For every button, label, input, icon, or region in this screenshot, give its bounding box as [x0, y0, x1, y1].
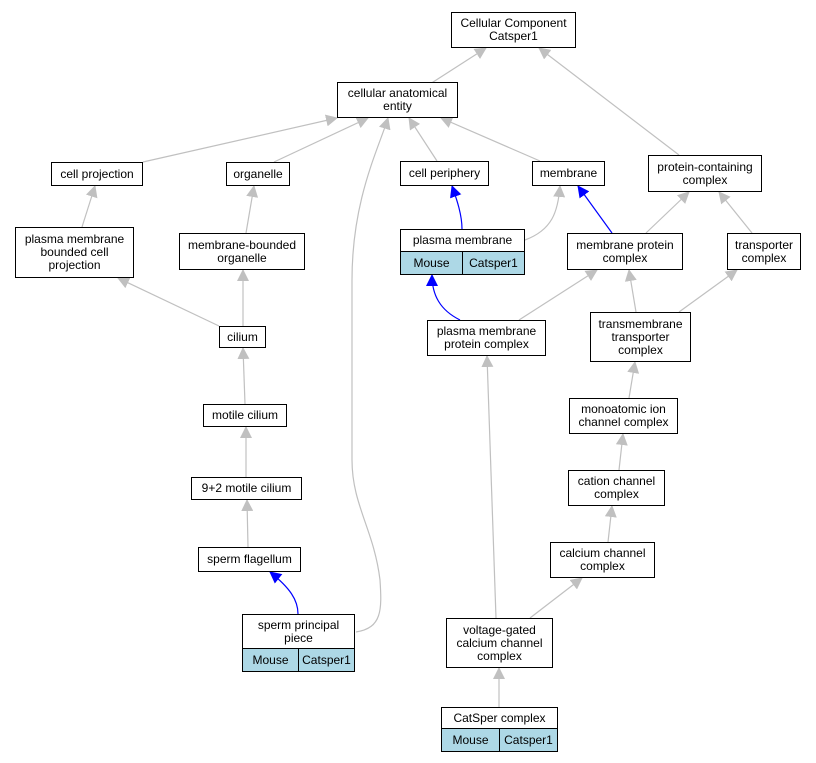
edge-cellperiphery-to-cae [408, 117, 438, 162]
annotation-tags: Mouse Catsper1 [442, 728, 557, 751]
edge-spp-to-sf [269, 571, 299, 615]
edge-motilecilium-to-cilium [237, 347, 250, 405]
edge-cae-to-root [429, 47, 487, 85]
annotation-tags: Mouse Catsper1 [401, 251, 524, 274]
annotation-tag-organism: Mouse [243, 649, 298, 671]
annotation-tag-gene: Catsper1 [298, 649, 354, 671]
node-catsper-complex[interactable]: CatSper complex Mouse Catsper1 [441, 707, 558, 752]
node-protein-containing-complex[interactable]: protein-containing complex [648, 155, 762, 192]
node-plasma-membrane-protein-complex[interactable]: plasma membrane protein complex [427, 320, 546, 356]
node-monoatomic-ion-channel-complex[interactable]: monoatomic ion channel complex [569, 398, 678, 434]
node-cell-projection[interactable]: cell projection [51, 162, 143, 186]
node-organelle[interactable]: organelle [226, 162, 290, 186]
node-transmembrane-transporter-complex[interactable]: transmembrane transporter complex [590, 312, 691, 362]
edge-organelle-to-cae [273, 117, 369, 163]
edge-pcc-to-root [538, 47, 680, 156]
node-cilium[interactable]: cilium [219, 326, 266, 348]
node-sperm-flagellum[interactable]: sperm flagellum [198, 547, 301, 572]
edge-pm-to-membrane [524, 185, 566, 241]
edge-ccc-to-mic [615, 433, 628, 471]
node-plasma-membrane[interactable]: plasma membrane Mouse Catsper1 [400, 229, 525, 275]
node-voltage-gated-calcium-channel-complex[interactable]: voltage-gated calcium channel complex [446, 618, 553, 668]
node-cellular-component-root[interactable]: Cellular Component Catsper1 [451, 12, 576, 48]
node-plasma-membrane-label: plasma membrane [412, 233, 513, 247]
edge-pmpc-to-pm [426, 274, 461, 321]
node-cell-periphery[interactable]: cell periphery [400, 161, 489, 186]
node-sperm-principal-piece-label: sperm principal piece [257, 617, 340, 645]
node-motile-cilium[interactable]: motile cilium [203, 404, 287, 427]
edge-ttc-to-tc [678, 269, 738, 313]
node-transporter-complex[interactable]: transporter complex [727, 233, 801, 270]
annotation-tag-gene: Catsper1 [499, 729, 557, 751]
edge-cilium-to-pmbcp [117, 277, 220, 327]
node-membrane[interactable]: membrane [532, 161, 605, 186]
edge-pmbcp-to-cellprojection [81, 185, 98, 228]
node-membrane-bounded-organelle[interactable]: membrane-bounded organelle [179, 233, 305, 270]
edge-mpc-to-membrane [577, 185, 613, 234]
node-sperm-principal-piece[interactable]: sperm principal piece Mouse Catsper1 [242, 614, 355, 672]
annotation-tag-organism: Mouse [442, 729, 499, 751]
edge-spp-to-cae [351, 117, 391, 633]
node-cation-channel-complex[interactable]: cation channel complex [568, 470, 665, 506]
edge-pm-to-cellperiphery [450, 185, 463, 230]
edge-vgcc-to-calc [529, 577, 583, 619]
annotation-tag-gene: Catsper1 [462, 252, 524, 274]
node-calcium-channel-complex[interactable]: calcium channel complex [550, 542, 655, 578]
edge-pmpc-to-mpc [518, 269, 598, 321]
annotation-tags: Mouse Catsper1 [243, 648, 354, 671]
edge-mic-to-ttc [627, 361, 640, 399]
edge-tc-to-pcc [718, 191, 753, 234]
edge-mpc-to-pcc [645, 191, 690, 234]
edge-vgcc-to-pmpc [481, 355, 497, 619]
edge-cellprojection-to-cae [142, 114, 338, 163]
edge-ttc-to-mpc [624, 269, 637, 313]
edge-membrane-to-cae [440, 116, 541, 162]
node-9-plus-2-motile-cilium[interactable]: 9+2 motile cilium [191, 477, 302, 500]
node-membrane-protein-complex[interactable]: membrane protein complex [567, 233, 683, 270]
edge-calc-to-ccc [604, 505, 617, 543]
node-plasma-membrane-bounded-cell-projection[interactable]: plasma membrane bounded cell projection [15, 227, 134, 278]
edge-sf-to-92 [241, 499, 254, 548]
node-catsper-complex-label: CatSper complex [453, 710, 546, 725]
node-cellular-anatomical-entity[interactable]: cellular anatomical entity [337, 82, 458, 118]
edge-mbo-to-organelle [245, 185, 259, 234]
annotation-tag-organism: Mouse [401, 252, 462, 274]
